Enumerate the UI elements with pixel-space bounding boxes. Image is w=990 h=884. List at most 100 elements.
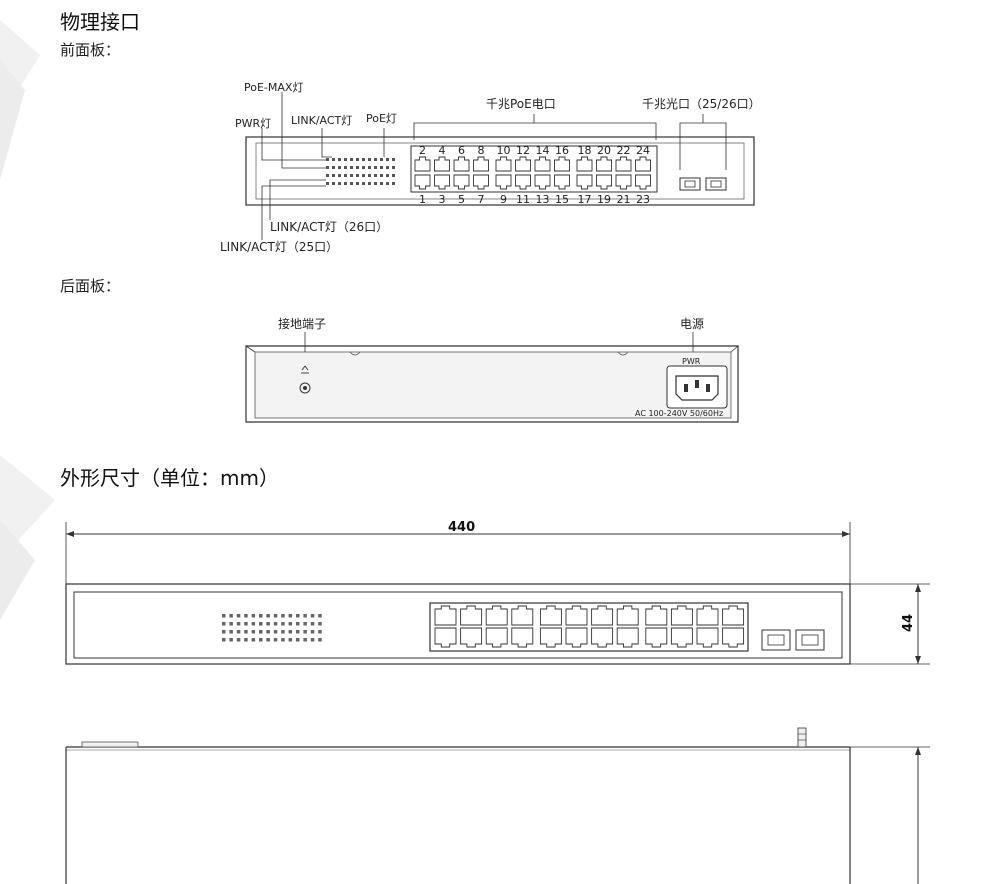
rj45-port <box>485 627 508 648</box>
led-dot <box>259 614 263 618</box>
front-view-sfp-25 <box>761 629 791 651</box>
rj45-port <box>434 627 457 648</box>
led-dot <box>362 174 365 177</box>
port-number-top: 4 <box>439 144 446 157</box>
led-dot <box>362 182 365 185</box>
led-dot <box>374 174 377 177</box>
rj45-port <box>460 605 483 626</box>
sfp-port-25 <box>679 177 701 191</box>
rj45-port <box>616 627 639 648</box>
led-dot <box>281 630 285 634</box>
rj45-port <box>722 605 745 626</box>
rj45-port <box>539 627 562 648</box>
led-dot <box>288 622 293 626</box>
port-number-bottom: 11 <box>516 193 530 206</box>
led-dot <box>344 166 347 169</box>
led-dot <box>350 166 353 169</box>
led-dot <box>281 614 285 618</box>
width-dimension-value: 440 <box>448 520 475 535</box>
led-dot <box>380 158 383 161</box>
rj45-port <box>670 605 693 626</box>
led-dot <box>288 630 293 634</box>
port-number-top: 8 <box>478 144 485 157</box>
led-dot <box>368 166 371 169</box>
led-dot <box>356 182 359 185</box>
power-spec-label: AC 100-240V 50/60Hz <box>635 409 723 418</box>
port-number-top: 18 <box>578 144 592 157</box>
led-dot <box>318 614 322 618</box>
rj45-port <box>696 627 719 648</box>
rj45-port <box>460 627 483 648</box>
back-chassis-panel <box>254 351 732 419</box>
led-dot <box>338 182 341 185</box>
led-dot <box>350 158 353 161</box>
led-dot <box>303 638 307 642</box>
led-dot <box>350 182 353 185</box>
led-dot <box>356 158 359 161</box>
front-view-sfp-26 <box>795 629 825 651</box>
led-dot <box>326 174 329 177</box>
port-number-bottom: 17 <box>578 193 592 206</box>
port-number-top: 24 <box>636 144 650 157</box>
front-view-led-grid <box>222 614 322 642</box>
led-dot <box>266 630 270 634</box>
front-view-ports <box>434 605 745 648</box>
led-dot <box>222 638 226 642</box>
led-dot <box>281 622 285 626</box>
link-act-25-label: LINK/ACT灯（25口） <box>220 240 338 254</box>
rj45-port <box>473 156 489 172</box>
front-chassis-inner <box>255 142 745 200</box>
rj45-port <box>434 605 457 626</box>
back-chassis-outline <box>245 345 739 423</box>
led-dot <box>356 174 359 177</box>
led-indicator-grid <box>326 158 395 185</box>
poe-led-label: PoE灯 <box>366 112 397 125</box>
sfp-port-26-slot <box>710 180 722 188</box>
led-dot <box>386 166 389 169</box>
rj45-port <box>485 605 508 626</box>
led-dot <box>326 158 329 161</box>
rj45-port <box>591 627 614 648</box>
led-dot <box>310 630 315 634</box>
led-dot <box>368 174 371 177</box>
rj45-port <box>591 605 614 626</box>
rj45-port <box>515 174 531 190</box>
led-dot <box>266 622 270 626</box>
led-dot <box>244 638 248 642</box>
top-view-bracket <box>81 741 139 748</box>
poe-port-block <box>410 145 658 193</box>
led-dot <box>251 638 256 642</box>
ground-screw <box>299 382 311 394</box>
led-dot <box>222 630 226 634</box>
section-title-dimensions: 外形尺寸（单位：mm） <box>60 466 279 490</box>
led-dot <box>374 166 377 169</box>
rj45-port <box>511 605 534 626</box>
rj45-port <box>473 174 489 190</box>
rj45-port <box>635 174 651 190</box>
poe-max-led-label: PoE-MAX灯 <box>244 81 303 94</box>
sfp-port-26 <box>705 177 727 191</box>
front-chassis-outline <box>245 136 755 206</box>
led-dot <box>296 614 300 618</box>
led-dot <box>368 182 371 185</box>
led-dot <box>236 614 241 618</box>
led-dot <box>338 166 341 169</box>
rj45-port <box>534 156 551 172</box>
rj45-port <box>615 156 632 172</box>
ground-icon <box>301 365 309 374</box>
rj45-port <box>434 174 450 190</box>
led-dot <box>251 622 256 626</box>
rj45-port <box>539 605 562 626</box>
led-dot <box>392 182 395 185</box>
port-number-bottom: 13 <box>536 193 550 206</box>
led-dot <box>386 174 389 177</box>
led-dot <box>303 622 307 626</box>
rj45-port <box>495 174 512 190</box>
rj45-port <box>576 156 593 172</box>
height-dimension-value: 44 <box>901 614 916 632</box>
led-dot <box>392 166 395 169</box>
front-view-port-block <box>429 602 749 652</box>
led-dot <box>222 614 226 618</box>
led-dot <box>288 614 293 618</box>
